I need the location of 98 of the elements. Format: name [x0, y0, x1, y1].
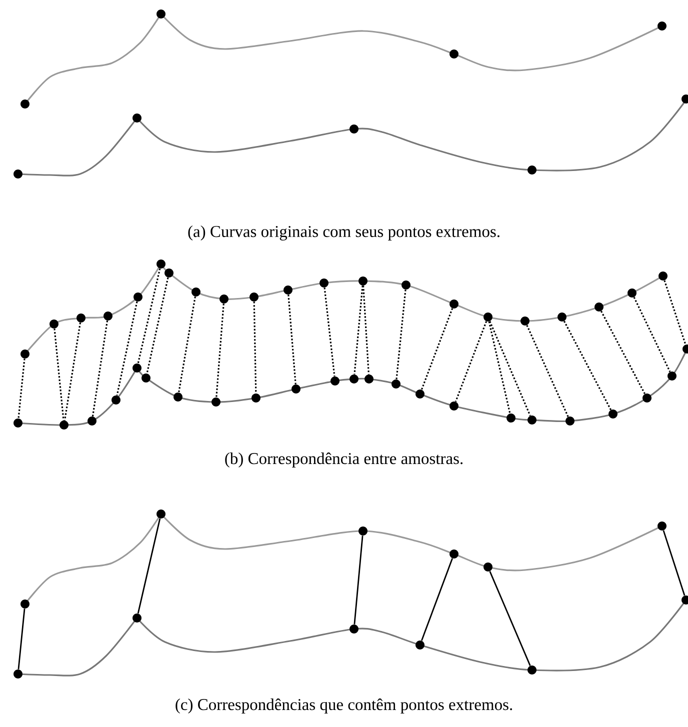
point-marker	[528, 166, 536, 174]
correspondence-line	[146, 277, 169, 374]
point-marker	[682, 596, 688, 604]
point-marker	[642, 394, 652, 402]
point-marker	[402, 280, 410, 290]
correspondence-line	[633, 296, 671, 372]
caption: (a) Curvas originais com seus pontos extremos.	[188, 225, 500, 240]
point-marker	[358, 526, 368, 536]
correspondence-line	[563, 320, 612, 410]
point-marker	[364, 374, 374, 384]
point-marker	[528, 416, 536, 424]
point-marker	[142, 374, 150, 382]
point-marker	[156, 260, 166, 268]
point-marker	[104, 312, 112, 320]
correspondence-line	[178, 296, 196, 392]
correspondence-line	[18, 358, 26, 418]
point-marker	[484, 562, 492, 572]
point-marker	[192, 288, 200, 296]
point-marker	[212, 398, 220, 406]
point-marker	[416, 640, 424, 650]
point-marker	[156, 10, 166, 18]
point-marker	[60, 420, 68, 430]
correspondence-line	[54, 328, 64, 420]
correspondence-line	[324, 288, 336, 376]
point-marker	[520, 316, 530, 326]
point-marker	[164, 268, 174, 278]
point-marker	[450, 50, 458, 58]
correspondence-line	[18, 608, 26, 670]
point-marker	[628, 288, 636, 298]
correspondence-line	[137, 518, 161, 614]
point-marker	[156, 510, 166, 518]
point-marker	[174, 392, 182, 402]
point-marker	[450, 550, 458, 558]
correspondence-line	[92, 320, 108, 416]
point-marker	[20, 600, 30, 608]
point-marker	[250, 292, 258, 302]
point-marker	[112, 396, 120, 404]
point-marker	[392, 380, 400, 388]
point-marker	[220, 294, 228, 304]
correspondence-line	[216, 304, 224, 398]
point-marker	[292, 384, 300, 394]
point-marker	[416, 390, 424, 398]
point-marker	[350, 124, 358, 134]
point-marker	[528, 666, 536, 674]
point-marker	[132, 364, 142, 372]
point-marker	[14, 670, 22, 678]
correspondence-line	[489, 321, 531, 416]
correspondence-line	[420, 308, 454, 390]
point-marker	[668, 372, 676, 380]
point-marker	[682, 344, 688, 354]
correspondence-line	[253, 302, 257, 394]
correspondence-line	[354, 286, 364, 374]
point-marker	[76, 314, 86, 322]
correspondence-line	[288, 294, 296, 384]
point-marker	[658, 22, 666, 30]
correspondence-line	[116, 301, 138, 396]
point-marker	[20, 100, 30, 108]
point-marker	[608, 410, 618, 418]
point-marker	[50, 320, 58, 328]
point-marker	[566, 416, 574, 426]
point-marker	[14, 170, 22, 178]
point-marker	[252, 394, 260, 402]
correspondence-line	[526, 324, 569, 418]
point-marker	[132, 114, 142, 122]
point-marker	[450, 300, 458, 308]
correspondence-line	[662, 530, 686, 596]
correspondence-line	[454, 321, 488, 402]
point-marker	[350, 374, 358, 384]
correspondence-line	[354, 536, 364, 624]
point-marker	[682, 94, 688, 104]
correspondence-line	[362, 286, 370, 374]
correspondence-line	[488, 321, 511, 414]
correspondence-line	[137, 268, 161, 364]
point-marker	[658, 272, 668, 280]
point-marker	[14, 418, 22, 428]
caption: (c) Correspondências que contêm pontos extremos.	[176, 698, 512, 714]
point-marker	[20, 350, 30, 358]
point-marker	[88, 416, 96, 426]
point-marker	[132, 614, 142, 622]
correspondence-line	[396, 290, 406, 380]
point-marker	[320, 278, 328, 288]
point-marker	[658, 522, 666, 530]
point-marker	[284, 286, 292, 294]
caption: (b) Correspondência entre amostras.	[225, 452, 463, 468]
point-marker	[506, 414, 516, 422]
correspondence-line	[421, 558, 454, 641]
correspondence-line	[600, 310, 646, 394]
point-marker	[558, 312, 566, 322]
point-marker	[594, 302, 604, 312]
correspondence-line	[64, 322, 82, 420]
point-marker	[350, 624, 358, 634]
point-marker	[358, 276, 368, 286]
point-marker	[450, 402, 458, 410]
point-marker	[330, 376, 340, 386]
correspondence-line	[489, 571, 531, 666]
point-marker	[134, 292, 142, 302]
point-marker	[484, 312, 492, 322]
correspondence-line	[664, 280, 686, 345]
